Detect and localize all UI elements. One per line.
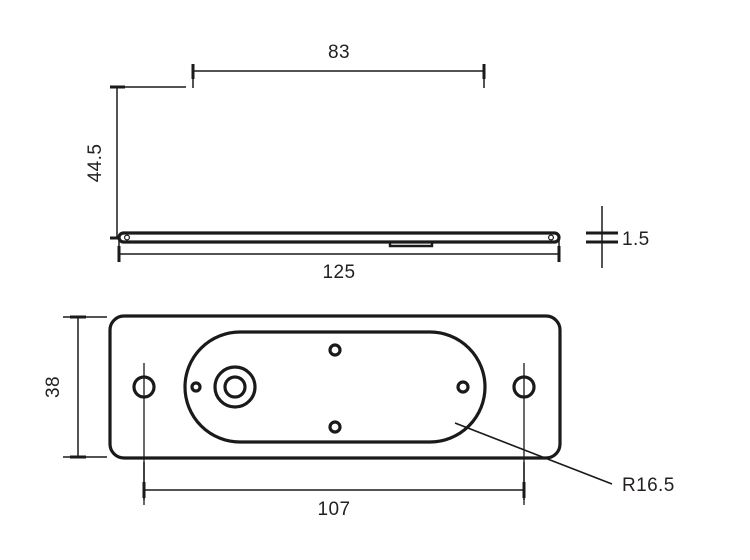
recess-hole-right bbox=[456, 380, 470, 394]
dim-R16_5-label: R16.5 bbox=[622, 475, 675, 496]
dim-83-line bbox=[191, 64, 486, 79]
radius-leader: R16.5 bbox=[454, 422, 675, 496]
dim-107-extensions bbox=[143, 462, 525, 500]
center-boss-plan bbox=[213, 365, 257, 409]
plan-view: 38 bbox=[43, 314, 675, 520]
center-boss-outer-ring bbox=[213, 365, 257, 409]
oval-recess bbox=[183, 330, 487, 444]
center-boss-inner-ring bbox=[223, 375, 247, 399]
recess-hole-bottom bbox=[328, 420, 342, 434]
dim-107-line bbox=[142, 482, 526, 498]
front-elevation-view: 83 44.5 bbox=[85, 42, 650, 283]
left-rib-group bbox=[214, 89, 247, 237]
base-plate-left-hole bbox=[123, 234, 130, 241]
recess-hole-left bbox=[190, 381, 202, 393]
dim-1_5-group: 1.5 bbox=[586, 206, 650, 268]
right-rib-group bbox=[430, 89, 464, 237]
dim-38-label: 38 bbox=[43, 376, 64, 398]
dim-38-extensions bbox=[63, 316, 107, 458]
base-plate-right-hole bbox=[547, 234, 554, 241]
dim-1_5-label: 1.5 bbox=[622, 229, 650, 250]
mounting-hole-right bbox=[512, 375, 536, 399]
dim-44_5-label: 44.5 bbox=[85, 144, 106, 183]
dim-83-label: 83 bbox=[328, 42, 350, 63]
plan-outer-plate bbox=[108, 314, 562, 460]
dim-125-line bbox=[117, 246, 561, 262]
dim-107-label: 107 bbox=[318, 499, 351, 520]
dim-38-line bbox=[70, 315, 86, 459]
dim-44_5-extensions bbox=[110, 86, 186, 239]
center-boss-front bbox=[388, 242, 434, 248]
base-plate-front bbox=[117, 231, 561, 248]
bracket-body-outline bbox=[194, 88, 484, 237]
dim-44_5-line bbox=[110, 85, 125, 240]
mounting-hole-left bbox=[132, 375, 156, 399]
dim-125-label: 125 bbox=[323, 262, 356, 283]
dim-83-extensions bbox=[192, 64, 485, 88]
recess-hole-top bbox=[328, 343, 342, 357]
